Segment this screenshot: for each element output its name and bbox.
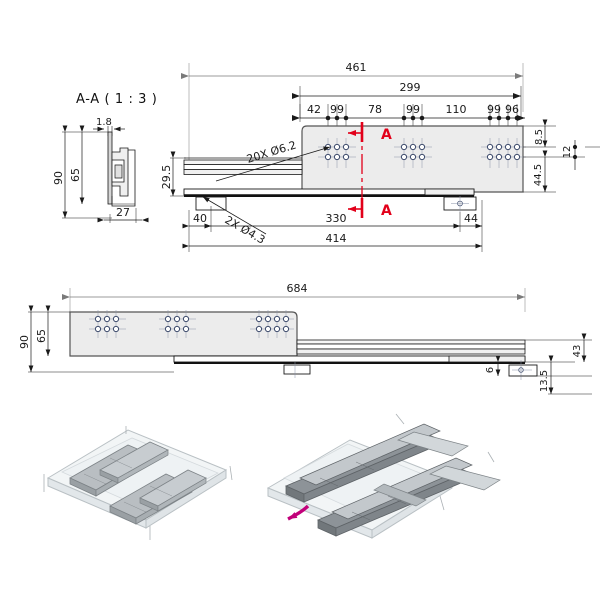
bv-hole-group-3	[250, 310, 294, 338]
bv-hole-group-1	[89, 310, 126, 338]
bottom-view-hole-groups	[89, 310, 294, 338]
hole-group-3	[481, 138, 526, 168]
top-view: 461 299	[160, 61, 600, 252]
iso-view-closed	[43, 426, 233, 540]
dim-29-5: 29.5	[160, 151, 186, 197]
dim-27-section: 27	[97, 206, 149, 223]
dim-value-top-offset: 8.5	[534, 129, 545, 145]
motion-arrow-icon	[287, 504, 310, 521]
dim-value-bottom-overall-height: 90	[18, 335, 31, 349]
iso-ext-rail-upper	[284, 423, 469, 503]
hole-group-2	[394, 138, 432, 168]
dim-value-lower-offset: 44.5	[533, 164, 544, 186]
dim-value-pitch-5: 110	[446, 103, 467, 116]
section-profile	[107, 131, 136, 207]
dim-value-left-offset: 40	[193, 212, 207, 225]
dim-group-right: 8.5 12 44.5	[523, 119, 600, 193]
dim-value-hole-span: 299	[400, 81, 421, 94]
dim-value-rail-height: 43	[572, 345, 583, 358]
dim-value-overall-height: 90	[52, 171, 65, 185]
dim-value-pitch-2: 99	[330, 103, 344, 116]
dim-value-bottom-overall: 684	[287, 282, 308, 295]
dim-value-total-drop: 13.5	[539, 370, 550, 392]
dim-value-depth: 27	[116, 206, 130, 219]
dim-value-hole-gap: 12	[562, 146, 573, 159]
dim-value-pitch-6: 99	[487, 103, 501, 116]
bottom-view-body	[69, 311, 538, 380]
dim-group-bottom: 40 330 44 414	[182, 200, 483, 252]
bottom-view: 684	[18, 282, 592, 395]
section-line-aa: A A	[348, 122, 392, 219]
dim-value-thickness: 1.8	[96, 117, 112, 128]
dim-value-pitch-4: 99	[406, 103, 420, 116]
dim-value-overall-length: 461	[346, 61, 367, 74]
section-view-title: A-A ( 1 : 3 )	[76, 92, 157, 107]
dim-684: 684	[62, 282, 526, 312]
iso-cross-member	[373, 483, 427, 507]
dim-299: 299	[292, 81, 522, 118]
dim-value-bottom-inner-height: 65	[35, 329, 48, 343]
section-view-aa: A-A ( 1 : 3 ) 1.8 65 90	[52, 92, 157, 223]
dim-value-right-offset: 44	[464, 212, 478, 225]
dim-group-bottom-right: 43 6 13.5	[485, 333, 592, 395]
dim-value-pitch-3: 78	[368, 103, 382, 116]
iso-rail-a	[69, 441, 169, 497]
dim-65-section: 65	[69, 125, 85, 204]
dim-value-tab-offset: 6	[485, 367, 496, 373]
dim-value-total-length: 414	[326, 232, 347, 245]
dim-value-inner-height: 65	[69, 168, 82, 182]
dim-461: 461	[181, 61, 524, 175]
dim-value-middle-span: 330	[326, 212, 347, 225]
top-view-hole-groups	[318, 138, 526, 168]
section-label-bottom: A	[381, 203, 392, 219]
dim-65-bottom: 65	[35, 305, 51, 356]
section-label-top: A	[381, 127, 392, 143]
dim-value-pitch-7: 96	[505, 103, 519, 116]
iso-view-extended	[266, 413, 501, 539]
hole-group-1	[318, 138, 356, 168]
bv-hole-group-2	[159, 310, 196, 338]
dim-value-left-height: 29.5	[160, 165, 173, 190]
dim-value-pitch-1: 42	[307, 103, 321, 116]
dim-90-bottom: 90	[18, 305, 174, 373]
iso-rail-b	[109, 469, 207, 525]
